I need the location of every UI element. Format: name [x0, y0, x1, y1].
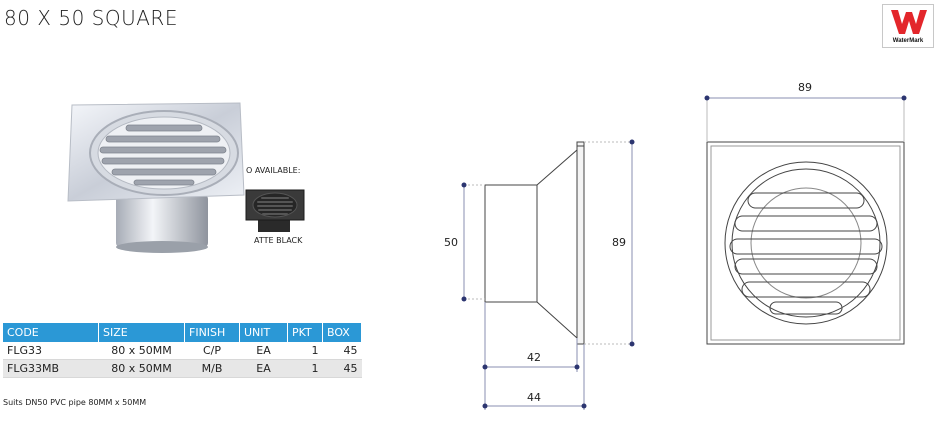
cell-unit: EA	[239, 359, 288, 378]
dimension-label-89-top: 89	[798, 81, 812, 94]
cell-unit: EA	[239, 342, 288, 360]
column-header-finish: FINISH	[184, 323, 240, 342]
table-row: FLG33MB 80 x 50MM M/B EA 1 45	[3, 359, 362, 378]
dimension-label-42: 42	[527, 351, 541, 364]
page-title: 80 X 50 SQUARE	[4, 6, 178, 30]
dimension-top-width-89: 89	[704, 81, 907, 142]
spec-table-header: CODE SIZE FINISH UNIT PKT BOX	[3, 323, 362, 342]
dimension-height-89: 89	[584, 139, 635, 347]
cell-box: 45	[322, 359, 362, 378]
cell-size: 80 x 50MM	[98, 342, 185, 360]
cell-box: 45	[322, 342, 362, 360]
spec-table: CODE SIZE FINISH UNIT PKT BOX FLG33 80 x…	[3, 323, 362, 378]
product-photo-black-variant	[245, 189, 305, 232]
watermark-logo-text: WaterMark	[892, 38, 924, 44]
column-header-size: SIZE	[98, 323, 185, 342]
dimension-width-42: 42	[482, 302, 580, 410]
column-header-box: BOX	[322, 323, 362, 342]
watermark-w-icon	[891, 10, 927, 34]
product-photo-chrome	[67, 102, 245, 253]
top-view-drawing	[706, 141, 905, 345]
cell-size: 80 x 50MM	[98, 359, 185, 378]
column-header-code: CODE	[3, 323, 99, 342]
dimension-label-50: 50	[444, 236, 458, 249]
black-variant-label: ATTE BLACK	[254, 236, 303, 245]
cell-finish: C/P	[184, 342, 240, 360]
cell-pkt: 1	[287, 359, 323, 378]
cell-pkt: 1	[287, 342, 323, 360]
dimension-label-89-side: 89	[612, 236, 626, 249]
table-row: FLG33 80 x 50MM C/P EA 1 45	[3, 342, 362, 360]
column-header-unit: UNIT	[239, 323, 288, 342]
cell-code: FLG33	[3, 342, 99, 360]
column-header-pkt: PKT	[287, 323, 323, 342]
dimension-height-50: 50	[444, 182, 485, 302]
side-view-drawing	[484, 141, 585, 345]
dimension-label-44: 44	[527, 391, 541, 404]
pipe-note: Suits DN50 PVC pipe 80MM x 50MM	[3, 398, 147, 407]
dimension-width-44: 44	[482, 344, 587, 410]
cell-code: FLG33MB	[3, 359, 99, 378]
watermark-logo: WaterMark	[882, 4, 934, 48]
cell-finish: M/B	[184, 359, 240, 378]
also-available-label: O AVAILABLE:	[246, 166, 301, 175]
